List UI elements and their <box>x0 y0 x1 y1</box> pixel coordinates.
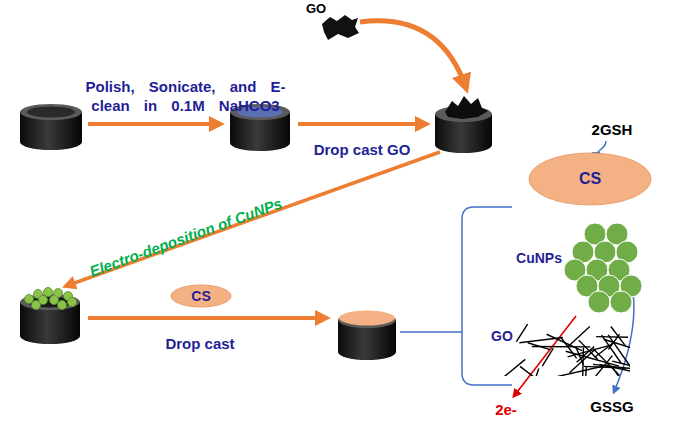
copper-nanoparticles: CuNPs <box>515 222 647 314</box>
process-arrow <box>66 152 440 286</box>
copper-nanoparticles <box>25 288 77 310</box>
flake-shape <box>322 15 359 40</box>
step-label: Drop cast GO <box>314 141 411 160</box>
mesh-strand <box>520 366 539 376</box>
node-outline <box>515 222 647 314</box>
nanoparticle <box>32 301 41 310</box>
step-label: Drop cast <box>165 335 234 354</box>
electron-arrow <box>514 316 576 396</box>
mesh-strand <box>516 324 527 342</box>
node-label: CS <box>191 288 210 304</box>
mesh-strand <box>547 334 582 350</box>
chitosan-layer: CS <box>528 152 652 206</box>
nanoparticle <box>44 288 53 297</box>
go-flake: GO <box>300 0 362 44</box>
node-label: CuNPs <box>516 250 562 266</box>
step-label: Electro-deposition of CuNPs <box>87 194 284 281</box>
chitosan-drop: CS <box>170 284 232 308</box>
ellipse-outline <box>529 153 651 205</box>
mesh-strand <box>542 348 553 366</box>
mesh-strand <box>584 366 630 368</box>
process-arrow <box>88 122 220 126</box>
electron-label: 2e- <box>495 401 517 420</box>
process-arrow <box>360 21 466 88</box>
nanoparticle <box>588 291 610 313</box>
reactant-label: 2GSH <box>592 121 633 140</box>
mesh-strand <box>566 351 619 366</box>
node-label: GO <box>491 328 513 344</box>
mesh-strand <box>608 335 630 367</box>
zoom-bracket <box>462 207 512 385</box>
mesh-strand <box>594 342 613 357</box>
node-outline <box>490 318 630 376</box>
process-arrow <box>88 316 326 320</box>
mesh-strand <box>596 336 628 338</box>
graphene-oxide-layer: GO <box>490 318 630 376</box>
mesh-strand <box>532 346 591 348</box>
nanoparticle <box>50 296 59 305</box>
mesh-strand <box>585 367 586 376</box>
mesh-strand <box>529 369 539 376</box>
process-arrow <box>298 122 426 126</box>
nanoparticle <box>68 298 77 307</box>
node-label: CS <box>579 170 601 188</box>
cs-coating <box>339 311 395 326</box>
ellipse-outline <box>171 285 231 307</box>
nanoparticle <box>58 301 67 310</box>
mesh-strand <box>495 359 525 376</box>
go-coating <box>445 96 488 119</box>
bracket-leader <box>400 331 462 333</box>
mesh-strand <box>582 348 584 376</box>
electrode-rim <box>20 104 82 120</box>
electrode-surface <box>27 107 75 118</box>
mesh-strand <box>568 326 590 346</box>
nanoparticle <box>610 291 632 313</box>
step-label: Polish, Sonicate, and E-clean in 0.1M Na… <box>82 78 289 116</box>
node-label: GO <box>306 2 326 17</box>
product-label: GSSG <box>590 398 633 417</box>
